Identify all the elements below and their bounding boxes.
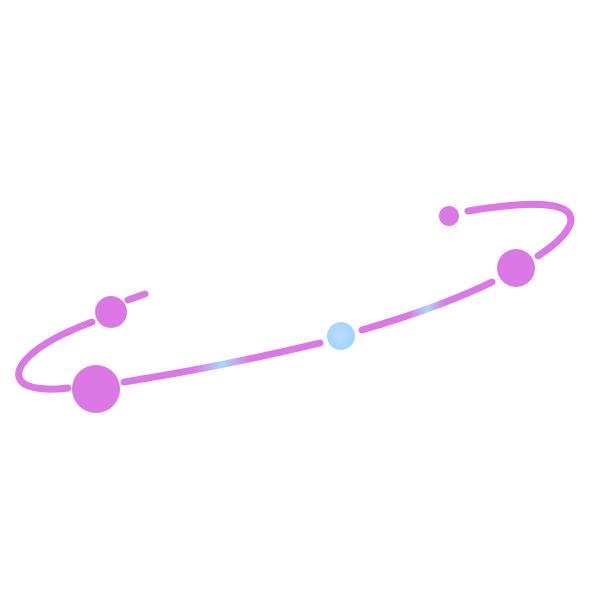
planet-small-top-right (439, 206, 459, 226)
moon-center-blue (327, 322, 355, 350)
orbit-segment-stub (124, 290, 149, 304)
planet-small-left (95, 296, 127, 328)
orbit-segment-lower-right (358, 278, 496, 334)
orbit-segment-lower-left (120, 339, 324, 386)
planet-large-left (72, 365, 120, 413)
orbit-segment-right (464, 200, 575, 260)
orbit-segment-left (15, 318, 96, 393)
planet-right (497, 249, 535, 287)
